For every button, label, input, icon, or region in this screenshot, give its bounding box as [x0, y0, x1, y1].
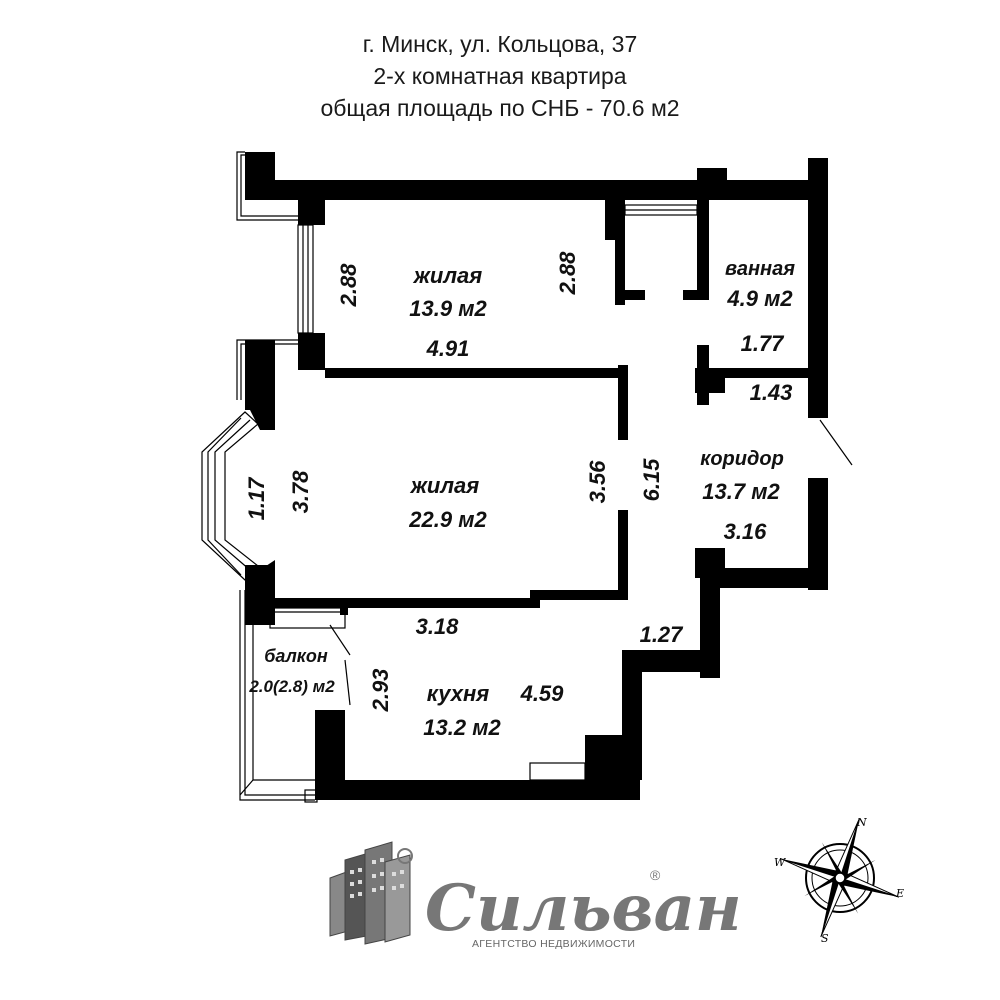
bedroom-name: жилая [413, 263, 483, 288]
living-name: жилая [410, 473, 480, 498]
corridor-name: коридор [700, 448, 784, 470]
address-line: г. Минск, ул. Кольцова, 37 [362, 31, 638, 57]
compass-north: N [856, 816, 867, 829]
compass-south: S [821, 932, 829, 945]
bathroom-area: 4.9 м2 [726, 286, 793, 311]
bathroom-name: ванная [725, 258, 795, 280]
compass-rose: N S E W [774, 816, 904, 945]
kitchen-width: 4.59 [520, 681, 565, 706]
bedroom-height-left: 2.88 [336, 263, 361, 308]
compass-east: E [895, 887, 904, 900]
corridor-area: 13.7 м2 [702, 479, 780, 504]
corridor-height: 6.15 [639, 458, 664, 502]
plan-header: г. Минск, ул. Кольцова, 37 2-х комнатная… [0, 28, 1000, 124]
registered-mark: ® [650, 867, 661, 883]
bedroom-height-right: 2.88 [555, 251, 580, 296]
balcony-name: балкон [264, 646, 328, 666]
agency-name: Сильван [425, 871, 742, 946]
bay-width: 1.17 [244, 476, 269, 521]
windows [201, 151, 853, 803]
living-height-left: 3.78 [288, 470, 313, 514]
balcony-area: 2.0(2.8) м2 [248, 677, 335, 696]
compass-west: W [774, 856, 787, 869]
bathroom-width: 1.77 [741, 331, 786, 356]
agency-tagline: АГЕНТСТВО НЕДВИЖИМОСТИ [472, 938, 635, 950]
kitchen-height: 2.93 [368, 669, 393, 713]
buildings-icon [329, 841, 413, 945]
living-area: 22.9 м2 [408, 507, 487, 532]
living-bottom-width: 3.18 [416, 614, 460, 639]
kitchen-name: кухня [427, 681, 489, 706]
total-area-line: общая площадь по СНБ - 70.6 м2 [320, 95, 680, 121]
living-height-right: 3.56 [585, 460, 610, 504]
bedroom-area: 13.9 м2 [409, 296, 487, 321]
corridor-dim2: 1.27 [640, 622, 685, 647]
agency-logo: Сильван ® АГЕНТСТВО НЕДВИЖИМОСТИ [329, 841, 742, 950]
corridor-width: 3.16 [724, 519, 768, 544]
room-labels: жилая 13.9 м2 4.91 2.88 2.88 ванная 4.9 … [244, 251, 795, 740]
apartment-type-line: 2-х комнатная квартира [373, 63, 627, 89]
bathroom-dim2: 1.43 [750, 380, 793, 405]
walls [245, 152, 828, 800]
bedroom-width: 4.91 [426, 336, 470, 361]
kitchen-area: 13.2 м2 [423, 715, 501, 740]
